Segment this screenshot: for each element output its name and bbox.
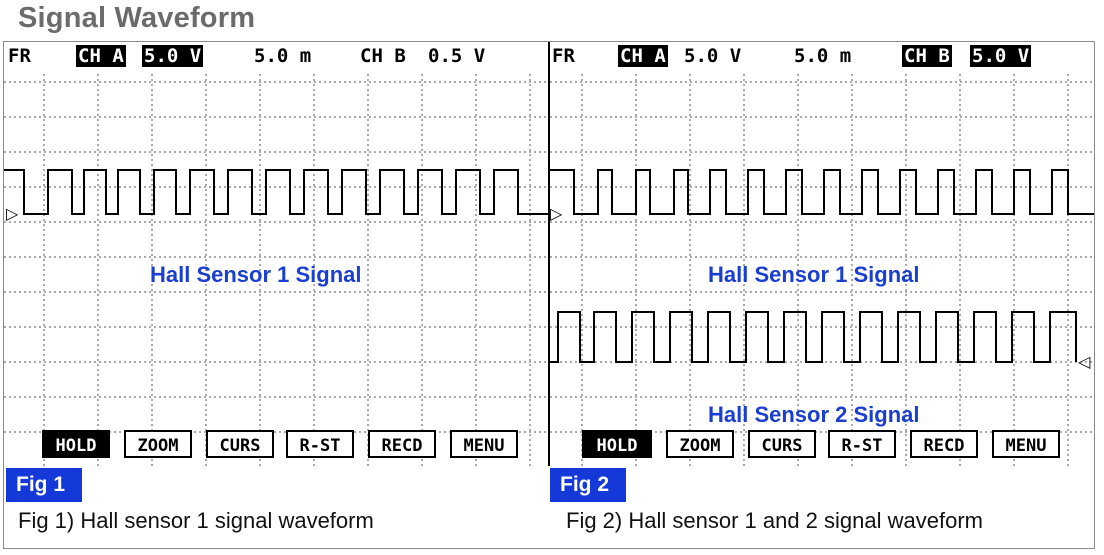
recd-button[interactable]: RECD	[368, 430, 436, 458]
timebase[interactable]: 5.0 m	[794, 45, 852, 67]
zoom-button[interactable]: ZOOM	[666, 430, 734, 458]
channel-b-volts[interactable]: 5.0 V	[970, 45, 1032, 67]
fig-1-tag: Fig 1	[6, 468, 82, 502]
curs-button[interactable]: CURS	[206, 430, 274, 458]
hall-sensor-2-label: Hall Sensor 2 Signal	[708, 402, 920, 427]
zoom-button[interactable]: ZOOM	[124, 430, 192, 458]
fig-1-caption: Fig 1) Hall sensor 1 signal waveform	[18, 508, 374, 533]
hall-sensor-1-waveform	[550, 169, 1094, 215]
panel-divider	[548, 42, 550, 466]
hall-sensor-1-waveform	[4, 169, 548, 215]
hold-button[interactable]: HOLD	[42, 430, 110, 458]
timebase[interactable]: 5.0 m	[254, 45, 312, 67]
channel-a-marker-icon: ▷	[550, 204, 563, 223]
scope1-header: FR CH A 5.0 V 5.0 m CH B 0.5 V	[4, 42, 548, 72]
frame-indicator: FR	[552, 45, 575, 67]
hold-button[interactable]: HOLD	[582, 430, 652, 458]
scope2-menu-bar: HOLD ZOOM CURS R-ST RECD MENU	[550, 430, 1094, 464]
channel-a-volts[interactable]: 5.0 V	[142, 45, 204, 67]
channel-b-marker-icon: ◁	[1078, 352, 1091, 371]
hall-sensor-2-waveform	[550, 311, 1077, 363]
channel-a-volts[interactable]: 5.0 V	[684, 45, 742, 67]
hall-sensor-1-label: Hall Sensor 1 Signal	[708, 262, 920, 287]
fig-2-tag: Fig 2	[550, 468, 626, 502]
channel-b-label[interactable]: CH B	[360, 45, 406, 67]
scope2-header: FR CH A 5.0 V 5.0 m CH B 5.0 V	[550, 42, 1094, 72]
recd-button[interactable]: RECD	[910, 430, 978, 458]
channel-b-volts[interactable]: 0.5 V	[428, 45, 486, 67]
page-title: Signal Waveform	[18, 2, 256, 34]
channel-a-label[interactable]: CH A	[618, 45, 668, 67]
channel-b-label[interactable]: CH B	[902, 45, 952, 67]
scope-panel-2: FR CH A 5.0 V 5.0 m CH B 5.0 V	[550, 42, 1094, 508]
channel-a-label[interactable]: CH A	[76, 45, 126, 67]
menu-button[interactable]: MENU	[450, 430, 518, 458]
menu-button[interactable]: MENU	[992, 430, 1060, 458]
curs-button[interactable]: CURS	[748, 430, 816, 458]
scope2-screen: ▷ ◁ Hall Sensor 1 Signal Hall Sensor 2 S…	[550, 74, 1094, 466]
hall-sensor-1-label: Hall Sensor 1 Signal	[150, 262, 362, 287]
r-st-button[interactable]: R-ST	[286, 430, 354, 458]
scope1-screen: ▷ Hall Sensor 1 Signal	[4, 74, 548, 466]
channel-a-marker-icon: ▷	[6, 204, 19, 223]
fig-2-caption: Fig 2) Hall sensor 1 and 2 signal wavefo…	[566, 508, 983, 533]
scope-panel-1: FR CH A 5.0 V 5.0 m CH B 0.5 V	[4, 42, 548, 508]
r-st-button[interactable]: R-ST	[828, 430, 896, 458]
frame-indicator: FR	[8, 45, 31, 67]
scope2-grid	[550, 74, 1094, 466]
scope1-menu-bar: HOLD ZOOM CURS R-ST RECD MENU	[4, 430, 548, 464]
scope1-grid	[4, 74, 548, 466]
